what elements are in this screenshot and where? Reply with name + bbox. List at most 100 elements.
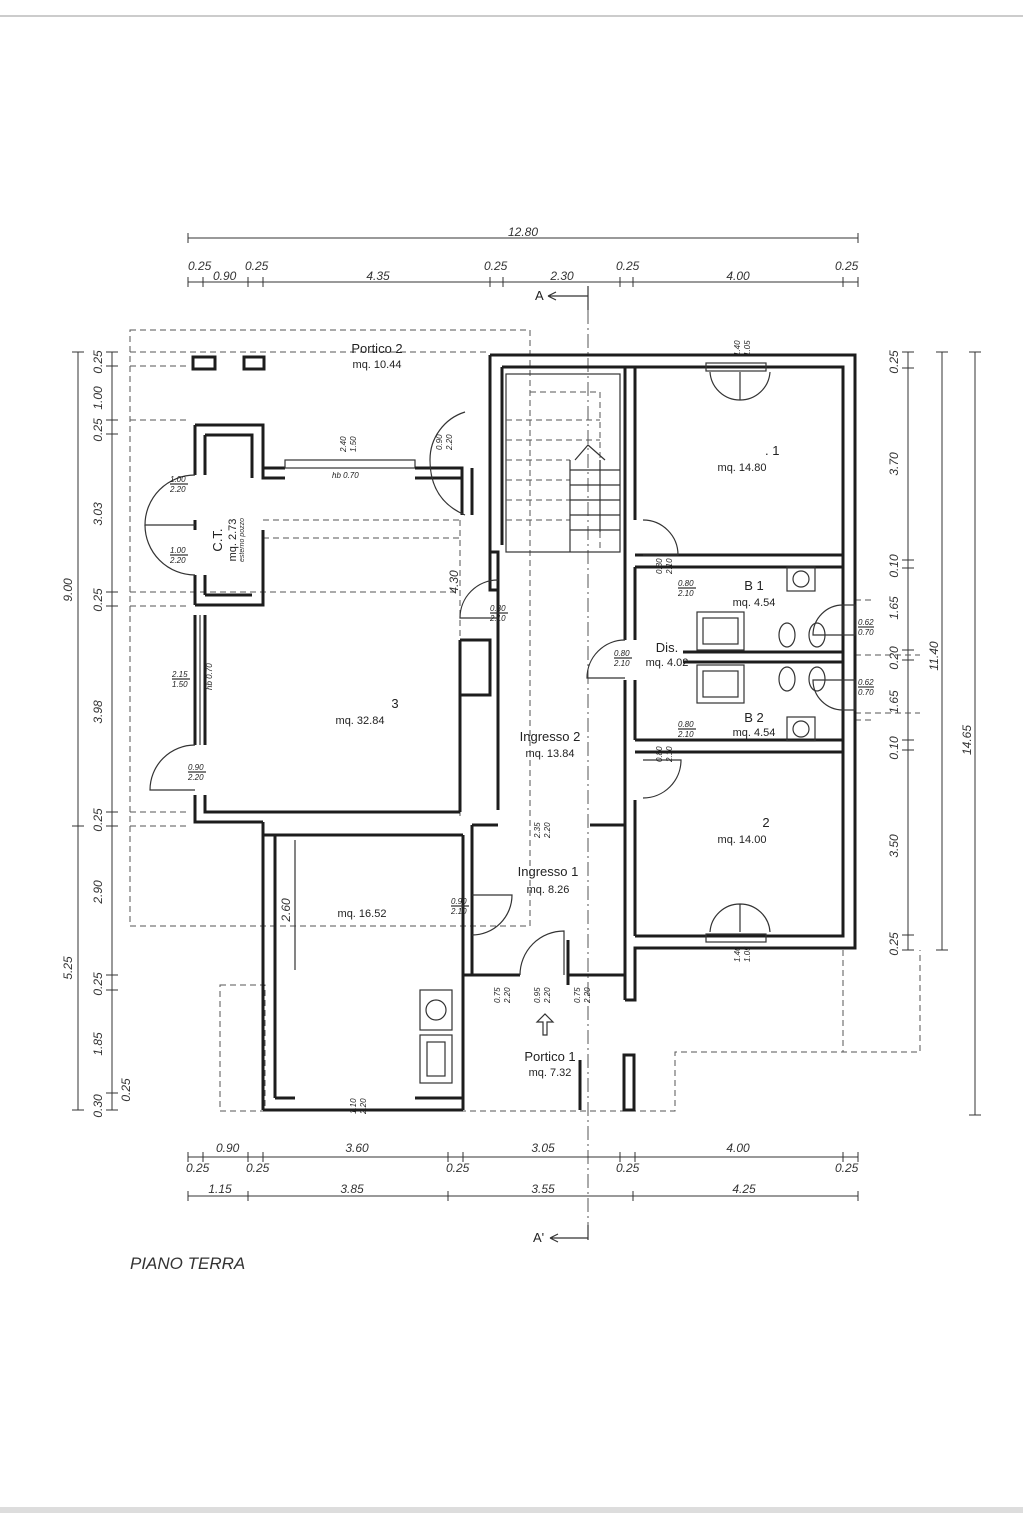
- room-portico1-name: Portico 1: [524, 1049, 575, 1064]
- plan-title: PIANO TERRA: [130, 1254, 245, 1273]
- room-ct-area: mq. 2.73: [227, 519, 239, 562]
- svg-text:0.70: 0.70: [858, 628, 874, 637]
- svg-text:0.90: 0.90: [435, 434, 444, 450]
- svg-text:0.95: 0.95: [533, 987, 542, 1003]
- stairs: [506, 391, 620, 552]
- dim-top-1: 0.25: [188, 259, 212, 273]
- dim-right-6: 1.65: [887, 690, 901, 714]
- svg-text:hb 0.70: hb 0.70: [205, 663, 214, 690]
- dim-left-10: 1.85: [91, 1032, 105, 1056]
- dim-top-6: 2.30: [549, 269, 574, 283]
- dim-top-3: 0.25: [245, 259, 269, 273]
- dim-top-8: 4.00: [726, 269, 750, 283]
- svg-text:2.60: 2.60: [279, 898, 293, 923]
- dim-bottom-13: 4.25: [732, 1182, 756, 1196]
- svg-text:0.80: 0.80: [655, 746, 664, 762]
- dim-bottom-11: 3.85: [340, 1182, 364, 1196]
- room-3-area: mq. 32.84: [336, 715, 385, 727]
- dim-right-total-2: 14.65: [960, 725, 974, 755]
- svg-text:4.30: 4.30: [447, 570, 461, 594]
- dim-left-5: 0.25: [91, 588, 105, 612]
- dim-left-total-1: 9.00: [61, 578, 75, 602]
- dim-bottom-7: 0.25: [446, 1161, 470, 1175]
- room-b1-name: B 1: [744, 578, 764, 593]
- dim-right-4: 1.65: [887, 596, 901, 620]
- dim-left-4: 3.03: [91, 502, 105, 526]
- svg-text:2.20: 2.20: [583, 987, 592, 1004]
- svg-text:2.10: 2.10: [677, 730, 694, 739]
- dim-left-9: 0.25: [91, 972, 105, 996]
- svg-text:0.80: 0.80: [614, 649, 630, 658]
- svg-text:0.90: 0.90: [451, 897, 467, 906]
- svg-text:1.10: 1.10: [349, 1098, 358, 1114]
- svg-text:0.80: 0.80: [490, 604, 506, 613]
- svg-text:2.10: 2.10: [665, 746, 674, 763]
- svg-text:2.20: 2.20: [169, 485, 186, 494]
- svg-text:2.10: 2.10: [613, 659, 630, 668]
- dim-right-5: 0.20: [887, 646, 901, 670]
- section-mark-bottom: A': [533, 1225, 589, 1245]
- svg-text:2.35: 2.35: [533, 822, 542, 839]
- svg-text:1.50: 1.50: [172, 680, 188, 689]
- dim-left-12: 0.25: [119, 1078, 133, 1102]
- dim-top-2: 0.90: [213, 269, 237, 283]
- svg-text:0.80: 0.80: [678, 720, 694, 729]
- svg-text:1.05: 1.05: [743, 946, 752, 962]
- svg-text:1.00: 1.00: [170, 475, 186, 484]
- dim-total-top: 12.80: [508, 225, 538, 239]
- svg-text:2.10: 2.10: [665, 558, 674, 575]
- section-mark-top: A: [535, 286, 589, 1230]
- walls: [191, 353, 857, 1112]
- room-2-name: 2: [762, 815, 769, 830]
- opening-labels: 1.40 1.05 2.40 1.50 hb 0.70 0.90 2.20 1.…: [169, 340, 874, 1115]
- dim-bottom-4: 4.00: [726, 1141, 750, 1155]
- svg-text:1.05: 1.05: [743, 340, 752, 356]
- svg-text:2.20: 2.20: [187, 773, 204, 782]
- svg-text:A: A: [535, 288, 544, 303]
- dim-bottom-10: 1.15: [208, 1182, 232, 1196]
- svg-text:0.62: 0.62: [858, 618, 874, 627]
- dim-bottom-5: 0.25: [186, 1161, 210, 1175]
- door-swings: [144, 371, 844, 976]
- room-ct-note: esterno pozzo: [239, 518, 246, 562]
- svg-text:0.80: 0.80: [678, 579, 694, 588]
- svg-text:0.80: 0.80: [655, 558, 664, 574]
- room-3-name: 3: [391, 696, 398, 711]
- room-portico2-area: mq. 10.44: [353, 359, 402, 371]
- svg-text:0.90: 0.90: [188, 763, 204, 772]
- svg-text:2.20: 2.20: [445, 434, 454, 451]
- dim-top-4: 4.35: [366, 269, 390, 283]
- svg-text:2.10: 2.10: [677, 589, 694, 598]
- room-1-area: mq. 14.80: [718, 462, 767, 474]
- room-portico2-name: Portico 2: [351, 341, 402, 356]
- svg-text:2.10: 2.10: [489, 614, 506, 623]
- room-b2-area: mq. 4.54: [733, 727, 776, 739]
- dim-bottom-8: 0.25: [616, 1161, 640, 1175]
- dim-top-7: 0.25: [616, 259, 640, 273]
- dim-left-1: 0.25: [91, 350, 105, 374]
- svg-text:1.00: 1.00: [170, 546, 186, 555]
- dim-right-2: 3.70: [887, 452, 901, 476]
- dim-bottom-6: 0.25: [246, 1161, 270, 1175]
- room-ingresso2-name: Ingresso 2: [520, 729, 581, 744]
- dim-right-8: 3.50: [887, 834, 901, 858]
- room-b1-area: mq. 4.54: [733, 597, 776, 609]
- svg-text:0.62: 0.62: [858, 678, 874, 687]
- dim-top-9: 0.25: [835, 259, 859, 273]
- dim-left-3: 0.25: [91, 418, 105, 442]
- svg-text:2.10: 2.10: [450, 907, 467, 916]
- svg-text:hb 0.70: hb 0.70: [332, 471, 359, 480]
- svg-text:1.50: 1.50: [349, 436, 358, 452]
- dim-bottom-2: 3.60: [345, 1141, 369, 1155]
- svg-text:2.20: 2.20: [503, 987, 512, 1004]
- room-dis-name: Dis.: [656, 640, 678, 655]
- room-ingresso1-name: Ingresso 1: [518, 864, 579, 879]
- svg-text:2.20: 2.20: [543, 822, 552, 839]
- dim-top-5: 0.25: [484, 259, 508, 273]
- dim-right-total-1: 11.40: [927, 641, 941, 670]
- right-dimensions: 0.25 3.70 0.10 1.65 0.20 1.65 0.10 3.50 …: [887, 350, 981, 1116]
- dim-bottom-9: 0.25: [835, 1161, 859, 1175]
- dim-bottom-1: 0.90: [216, 1141, 240, 1155]
- room-dis-area: mq. 4.02: [646, 657, 689, 669]
- dim-left-6: 3.98: [91, 700, 105, 724]
